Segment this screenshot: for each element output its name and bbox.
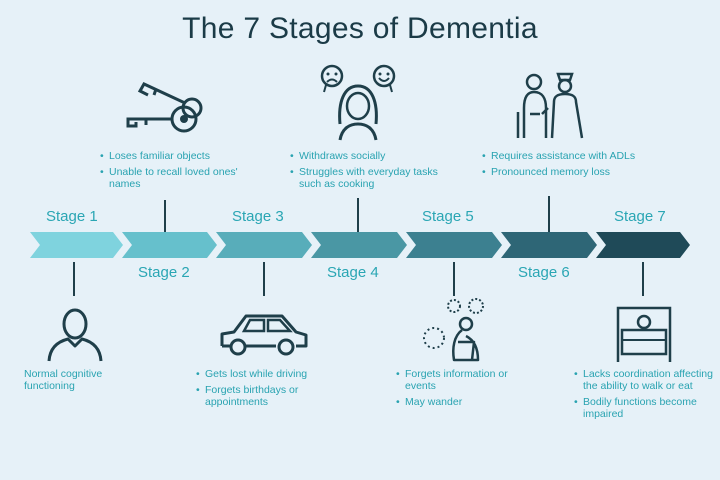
- stage-7-arrow: [596, 232, 690, 258]
- stage-3-bullet: Gets lost while driving: [196, 368, 346, 380]
- mood-face-icon: [320, 64, 396, 141]
- stage-2-bullet: Unable to recall loved ones' names: [100, 166, 240, 190]
- stage-7-connector: [642, 262, 644, 296]
- stage-5-bullet: Forgets information or events: [396, 368, 536, 392]
- stage-1-connector: [73, 262, 75, 296]
- stage-1-description: Normal cognitive functioning: [24, 368, 103, 392]
- stage-6-bullets: Requires assistance with ADLs Pronounced…: [482, 150, 642, 182]
- person-icon: [47, 308, 103, 362]
- stage-1-label: Stage 1: [46, 208, 98, 225]
- stage-7-bullet: Lacks coordination affecting the ability…: [574, 368, 714, 392]
- stage-4-connector: [357, 198, 359, 232]
- stage-6-arrow: [501, 232, 597, 258]
- caregiver-icon: [516, 72, 584, 139]
- stage-7-bullet: Bodily functions become impaired: [574, 396, 714, 420]
- stage-4-arrow: [311, 232, 407, 258]
- stage-3-arrow: [216, 232, 312, 258]
- sitting-person-icon: [423, 298, 484, 362]
- stage-4-label: Stage 4: [327, 264, 379, 281]
- stage-4-bullet: Struggles with everyday tasks such as co…: [290, 166, 460, 190]
- page-title: The 7 Stages of Dementia: [182, 12, 538, 45]
- keys-icon: [126, 82, 203, 133]
- stage-1-arrow: [30, 232, 123, 258]
- stage-2-arrow: [122, 232, 217, 258]
- stage-6-bullet: Requires assistance with ADLs: [482, 150, 642, 162]
- stage-5-connector: [453, 262, 455, 296]
- stage-5-bullet: May wander: [396, 396, 536, 408]
- stage-6-connector: [548, 196, 550, 232]
- stage-5-label: Stage 5: [422, 208, 474, 225]
- stage-4-bullets: Withdraws socially Struggles with everyd…: [290, 150, 460, 194]
- stage-3-connector: [263, 262, 265, 296]
- stage-4-bullet: Withdraws socially: [290, 150, 460, 162]
- bed-icon: [616, 306, 672, 362]
- stage-5-bullets: Forgets information or events May wander: [396, 368, 536, 412]
- car-icon: [220, 314, 308, 356]
- stage-2-bullets: Loses familiar objects Unable to recall …: [100, 150, 240, 194]
- stage-7-label: Stage 7: [614, 208, 666, 225]
- stage-3-bullets: Gets lost while driving Forgets birthday…: [196, 368, 346, 412]
- stage-5-arrow: [406, 232, 502, 258]
- stage-6-label: Stage 6: [518, 264, 570, 281]
- stage-6-bullet: Pronounced memory loss: [482, 166, 642, 178]
- stage-2-label: Stage 2: [138, 264, 190, 281]
- stage-3-label: Stage 3: [232, 208, 284, 225]
- stage-7-bullets: Lacks coordination affecting the ability…: [574, 368, 714, 424]
- stage-3-bullet: Forgets birthdays or appointments: [196, 384, 346, 408]
- stage-2-connector: [164, 200, 166, 232]
- stage-2-bullet: Loses familiar objects: [100, 150, 240, 162]
